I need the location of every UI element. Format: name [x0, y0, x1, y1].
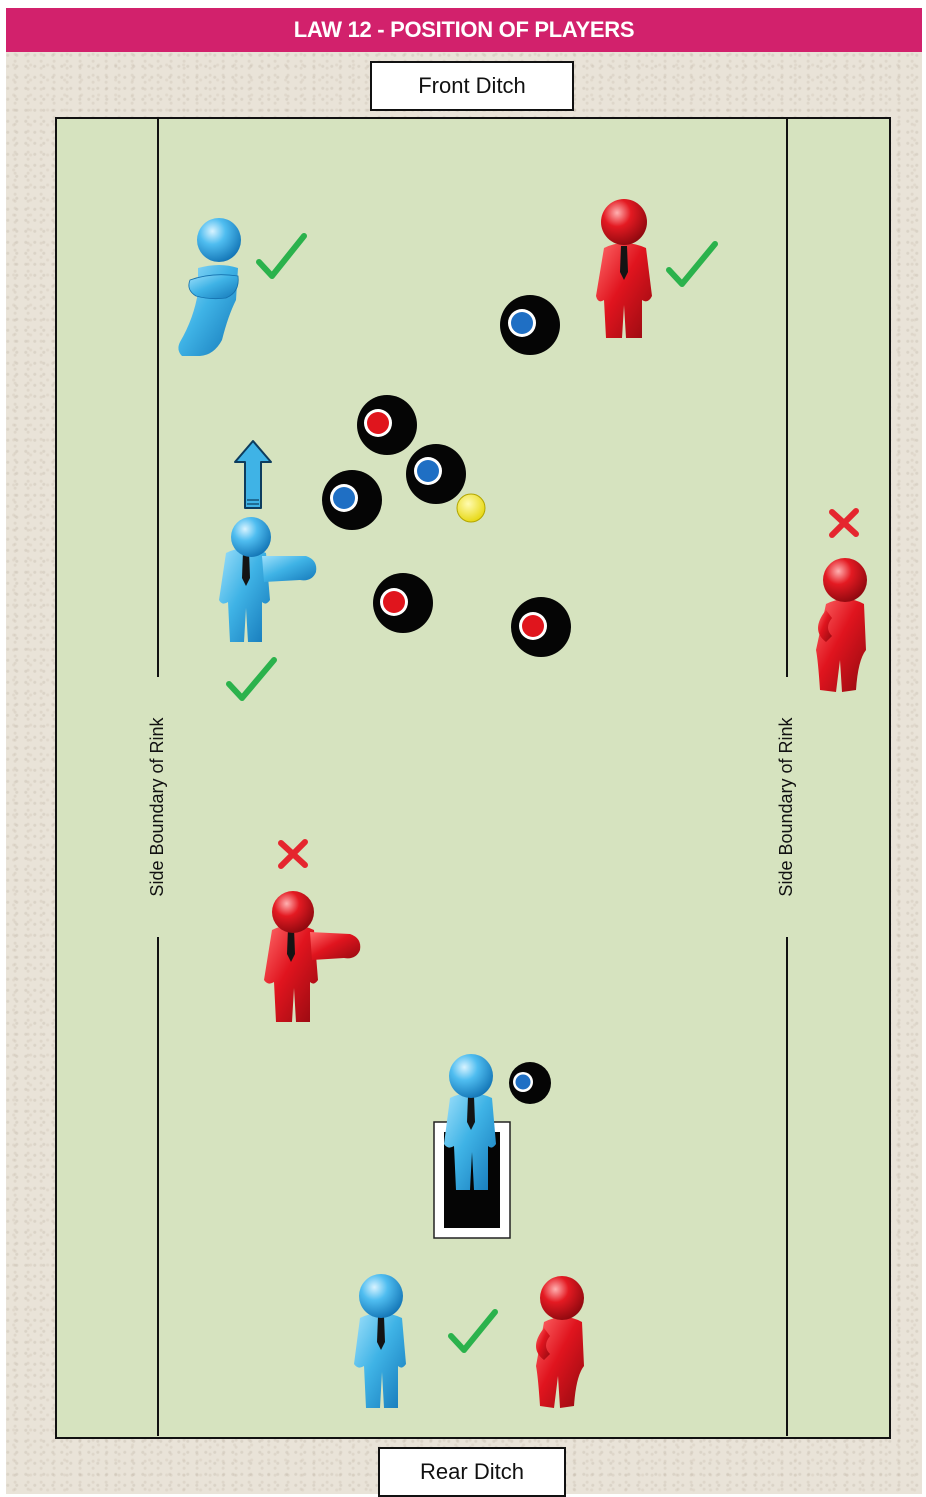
jack: [457, 494, 485, 522]
bowl-red: [373, 573, 433, 633]
red-player-hands-on-hips: [816, 558, 867, 692]
bowl-blue: [500, 295, 560, 355]
check-icon: [259, 236, 304, 276]
check-icon: [451, 1312, 495, 1350]
cross-icon: [832, 511, 856, 535]
bowl-blue: [406, 444, 466, 504]
red-player-hands-on-hips: [536, 1276, 584, 1408]
blue-player-standing: [354, 1274, 406, 1408]
bowl-blue: [322, 470, 382, 530]
bowl-red: [511, 597, 571, 657]
red-player-pointing: [264, 891, 360, 1022]
check-icon: [669, 244, 715, 284]
red-player-standing: [596, 199, 652, 338]
blue-player-arms-crossed: [178, 218, 241, 356]
bowl-blue: [509, 1062, 551, 1104]
check-icon: [229, 660, 274, 698]
bowl-red: [357, 395, 417, 455]
blue-player-pointing: [219, 517, 316, 642]
cross-icon: [281, 842, 305, 866]
arrow-up-icon: [235, 441, 271, 508]
